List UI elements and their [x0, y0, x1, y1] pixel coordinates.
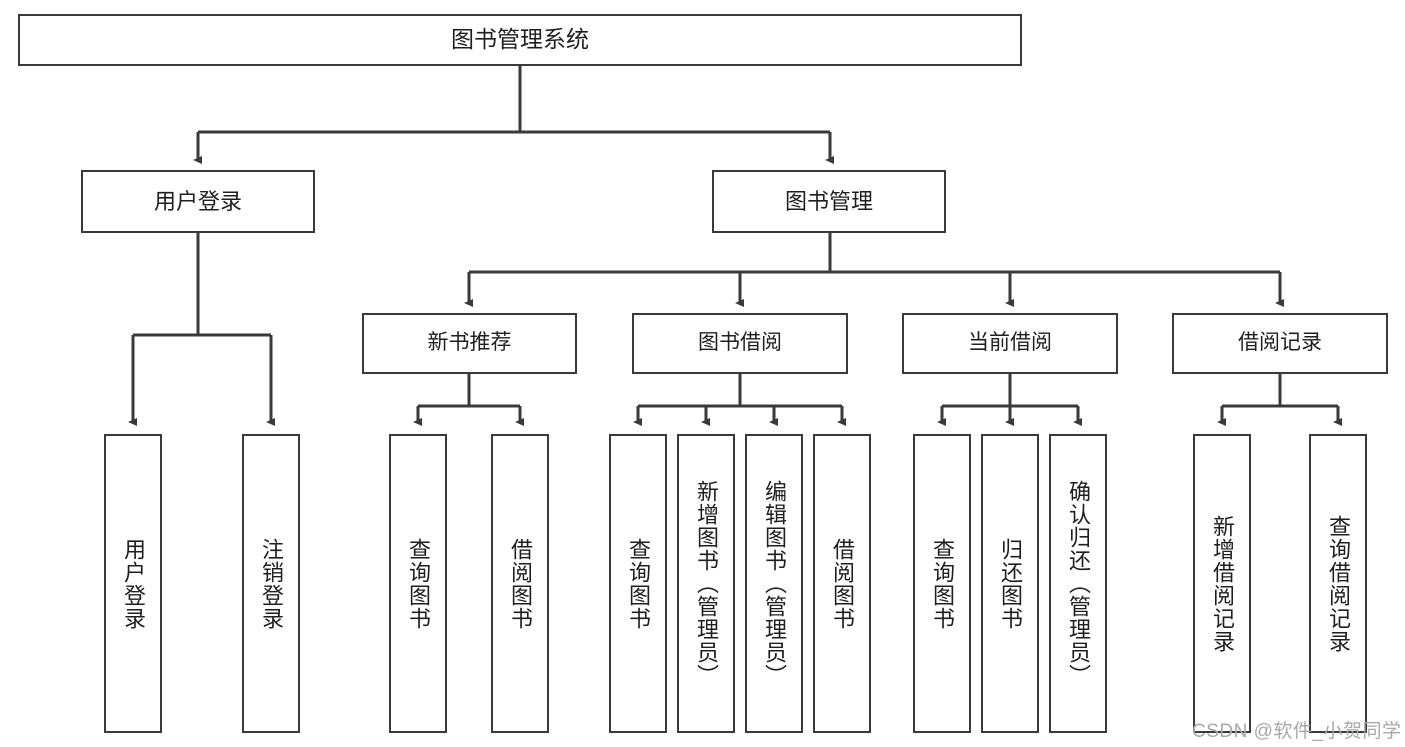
leaf-borrow-books-recommend[interactable]: 借阅图书 [491, 434, 549, 733]
node-label: 归还图书 [997, 537, 1023, 630]
node-label: 借阅图书 [507, 537, 533, 630]
node-label: 新增图书（管理员） [693, 480, 719, 687]
node-label: 查询图书 [405, 537, 431, 630]
leaf-query-books-current[interactable]: 查询图书 [913, 434, 971, 733]
leaf-user-login[interactable]: 用户登录 [104, 434, 162, 733]
node-new-book-recommend[interactable]: 新书推荐 [362, 313, 577, 374]
node-label: 借阅图书 [829, 537, 855, 630]
leaf-confirm-return-admin[interactable]: 确认归还（管理员） [1049, 434, 1107, 733]
leaf-query-books-recommend[interactable]: 查询图书 [389, 434, 447, 733]
leaf-query-books-borrow[interactable]: 查询图书 [609, 434, 667, 733]
node-label: 用户登录 [120, 537, 146, 630]
leaf-edit-book-admin[interactable]: 编辑图书（管理员） [745, 434, 803, 733]
node-root-system[interactable]: 图书管理系统 [18, 14, 1022, 66]
node-borrow-records[interactable]: 借阅记录 [1172, 313, 1388, 374]
node-label: 图书管理系统 [451, 26, 589, 53]
leaf-add-book-admin[interactable]: 新增图书（管理员） [677, 434, 735, 733]
node-label: 新增借阅记录 [1209, 514, 1235, 653]
leaf-return-books[interactable]: 归还图书 [981, 434, 1039, 733]
leaf-add-borrow-record[interactable]: 新增借阅记录 [1193, 434, 1251, 733]
leaf-borrow-books[interactable]: 借阅图书 [813, 434, 871, 733]
leaf-query-borrow-record[interactable]: 查询借阅记录 [1309, 434, 1367, 733]
node-label: 查询图书 [625, 537, 651, 630]
node-book-management[interactable]: 图书管理 [712, 170, 946, 233]
node-label: 注销登录 [258, 537, 284, 630]
leaf-logout[interactable]: 注销登录 [242, 434, 300, 733]
node-label: 用户登录 [153, 188, 242, 214]
node-label: 新书推荐 [427, 331, 512, 355]
node-label: 查询图书 [929, 537, 955, 630]
node-book-borrow[interactable]: 图书借阅 [632, 313, 848, 374]
node-label: 确认归还（管理员） [1065, 480, 1091, 687]
watermark-text: CSDN @软件_小贺同学 [1192, 721, 1402, 742]
node-label: 图书借阅 [698, 331, 782, 355]
node-label: 编辑图书（管理员） [761, 480, 787, 687]
node-label: 查询借阅记录 [1325, 514, 1351, 653]
node-label: 图书管理 [784, 188, 873, 214]
node-label: 借阅记录 [1238, 331, 1322, 355]
node-label: 当前借阅 [968, 331, 1052, 355]
node-user-login[interactable]: 用户登录 [81, 170, 315, 233]
node-current-borrow[interactable]: 当前借阅 [902, 313, 1118, 374]
